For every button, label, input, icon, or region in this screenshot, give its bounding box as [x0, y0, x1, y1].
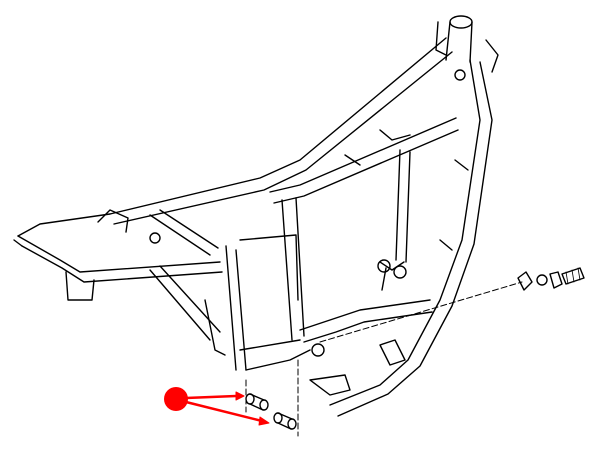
upper-bushing — [245, 393, 269, 411]
hardware-callout — [517, 267, 585, 291]
bushings — [245, 393, 297, 430]
lower-cradle — [204, 299, 433, 396]
lower-bushing — [273, 412, 297, 430]
red-dot — [164, 387, 188, 411]
bracket-icon — [517, 271, 533, 291]
highlight-marker — [164, 387, 270, 426]
nut-icon — [549, 271, 563, 289]
lower-top-rail — [269, 117, 459, 204]
steering-head — [435, 15, 499, 81]
upper-backbone — [109, 37, 453, 225]
seat-post-and-rear-uprights — [225, 149, 411, 371]
arrow-lower — [184, 400, 264, 423]
arrow-upper — [184, 394, 238, 400]
washer-icon — [536, 274, 548, 286]
center-line — [245, 281, 523, 437]
rear-loop — [13, 209, 223, 341]
down-tube — [329, 59, 493, 417]
bolt-icon — [561, 267, 585, 285]
